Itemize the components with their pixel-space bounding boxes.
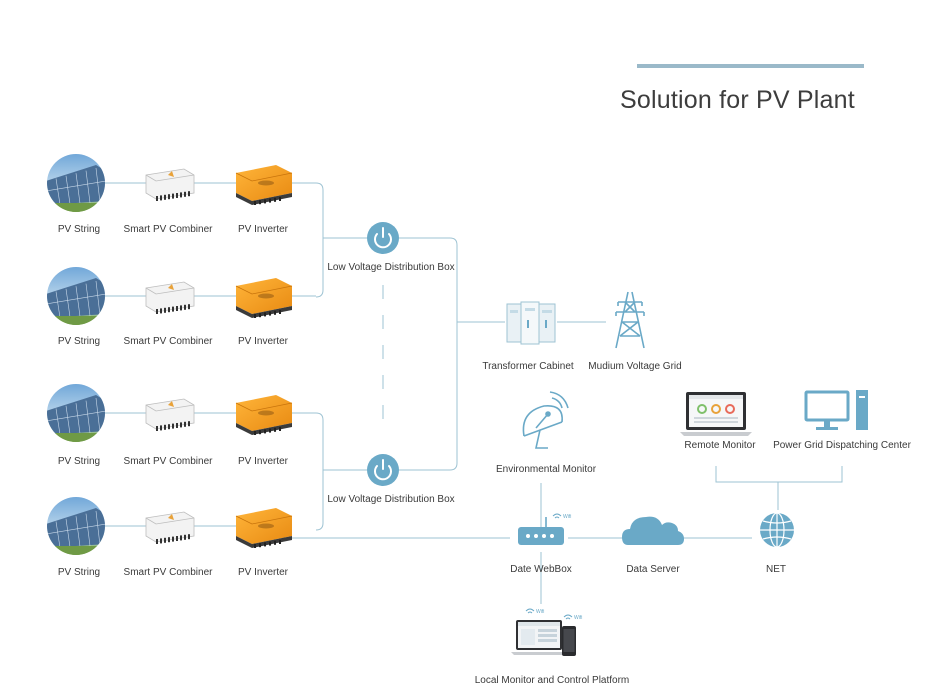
- data-server-label: Data Server: [626, 564, 680, 575]
- power-icon[interactable]: [367, 454, 399, 486]
- transformer-label: Transformer Cabinet: [482, 361, 574, 372]
- combiner-box-icon[interactable]: [145, 168, 195, 201]
- lvdb-bottom-label: Low Voltage Distribution Box: [327, 494, 455, 505]
- page-title: Solution for PV Plant: [620, 86, 855, 114]
- inverter-icon[interactable]: [235, 278, 293, 318]
- title-accent-bar: [637, 64, 864, 68]
- inverter-label: PV Inverter: [237, 456, 289, 467]
- webbox-router-icon[interactable]: [518, 517, 564, 545]
- pv-string-label: PV String: [57, 336, 101, 347]
- wifi-label: Wifi: [563, 514, 572, 520]
- pv-string-photo[interactable]: [46, 266, 106, 326]
- inverter-icon[interactable]: [235, 395, 293, 435]
- combiner-box-icon[interactable]: [145, 511, 195, 544]
- phone-icon[interactable]: [562, 626, 576, 656]
- globe-icon[interactable]: [760, 512, 794, 548]
- pv-string-photo[interactable]: [46, 383, 106, 443]
- combiner-box-icon[interactable]: [145, 398, 195, 431]
- pv-string-photo[interactable]: [46, 153, 106, 213]
- webbox-label: Date WebBox: [510, 564, 572, 575]
- combiner-label: Smart PV Combiner: [123, 224, 213, 235]
- wifi-icon: [525, 513, 573, 620]
- pv-string-label: PV String: [57, 567, 101, 578]
- desktop-monitor-icon[interactable]: [804, 390, 868, 430]
- local-platform-laptop-icon[interactable]: [511, 620, 567, 655]
- inverter-label: PV Inverter: [237, 224, 289, 235]
- satellite-dish-icon[interactable]: [522, 391, 569, 449]
- lvdb-top-label: Low Voltage Distribution Box: [327, 262, 455, 273]
- combiner-label: Smart PV Combiner: [123, 456, 213, 467]
- combiner-label: Smart PV Combiner: [123, 567, 213, 578]
- env-monitor-label: Environmental Monitor: [495, 464, 597, 475]
- pv-string-label: PV String: [57, 224, 101, 235]
- combiner-label: Smart PV Combiner: [123, 336, 213, 347]
- pv-string-photo[interactable]: [46, 496, 106, 556]
- power-icon[interactable]: [367, 222, 399, 254]
- mv-grid-label: Mudium Voltage Grid: [588, 361, 682, 372]
- inverter-icon[interactable]: [235, 165, 293, 205]
- dispatch-center-label: Power Grid Dispatching Center: [773, 440, 911, 451]
- inverter-label: PV Inverter: [237, 567, 289, 578]
- pv-string-label: PV String: [57, 456, 101, 467]
- inverter-label: PV Inverter: [237, 336, 289, 347]
- inverter-icon[interactable]: [235, 508, 293, 548]
- wifi-label: Wifi: [574, 615, 583, 621]
- equipment-rows: [46, 153, 293, 556]
- transformer-cabinet-icon[interactable]: [506, 301, 556, 345]
- remote-monitor-label: Remote Monitor: [684, 440, 756, 451]
- cloud-icon[interactable]: [622, 516, 684, 545]
- net-label: NET: [766, 564, 786, 575]
- local-platform-label: Local Monitor and Control Platform: [474, 675, 630, 686]
- laptop-icon[interactable]: [680, 392, 752, 436]
- power-tower-icon[interactable]: [615, 291, 645, 349]
- wifi-label: Wifi: [536, 609, 545, 615]
- combiner-box-icon[interactable]: [145, 281, 195, 314]
